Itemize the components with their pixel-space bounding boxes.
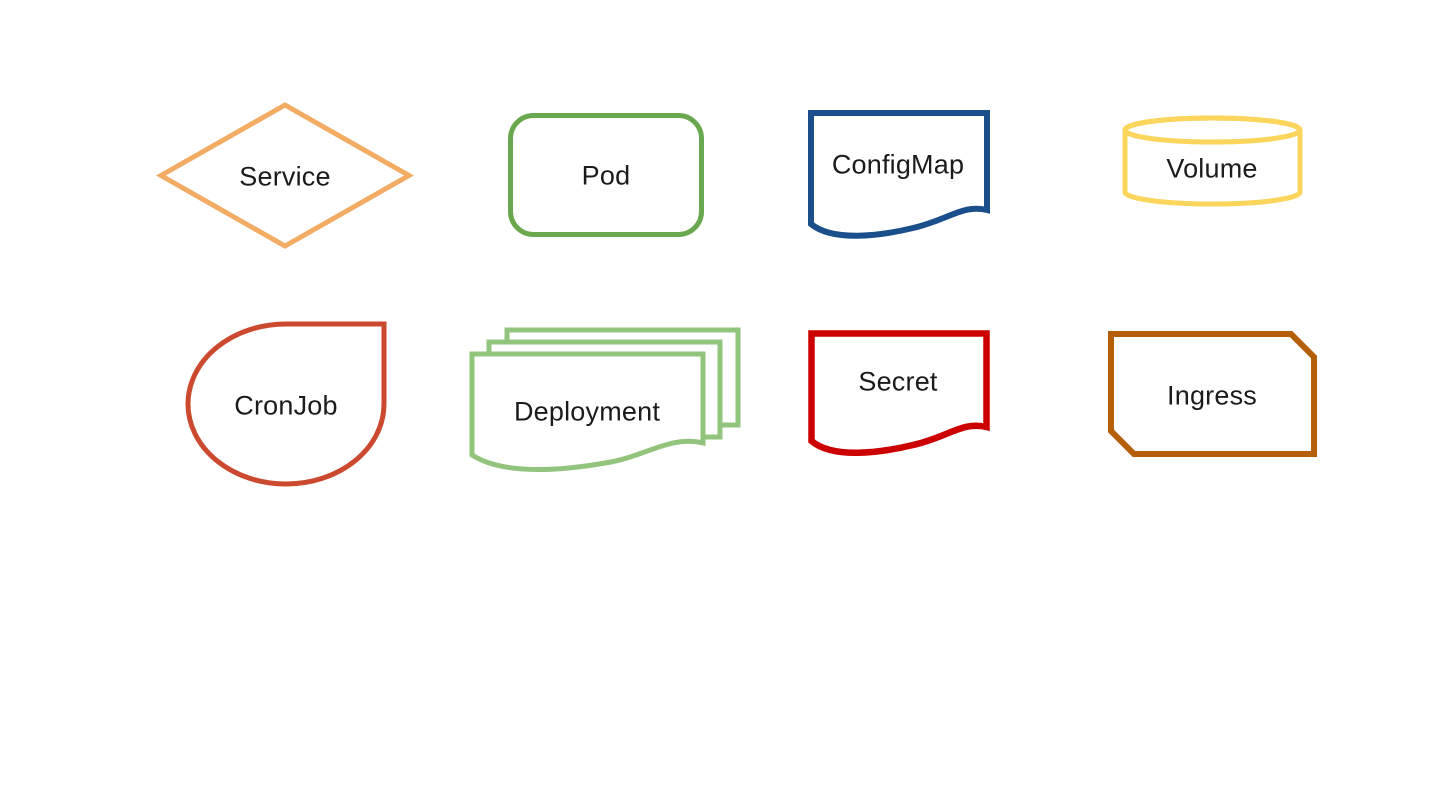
front-document-shape: [469, 351, 706, 472]
node-cronjob[interactable]: CronJob: [185, 321, 387, 488]
node-label: CronJob: [234, 390, 338, 421]
node-label: Ingress: [1167, 380, 1257, 411]
node-secret[interactable]: Secret: [808, 330, 990, 462]
node-label: Deployment: [513, 396, 661, 427]
node-pod[interactable]: Pod: [508, 113, 704, 237]
rounded-rectangle-shape: [508, 113, 704, 237]
document-shape: [808, 330, 990, 456]
cylinder-top-shape: [1122, 115, 1303, 145]
teardrop-shape: [185, 321, 387, 487]
diamond-shape: [155, 102, 415, 249]
node-deployment[interactable]: Deployment: [469, 327, 742, 479]
node-label: Service: [239, 161, 331, 192]
node-ingress[interactable]: Ingress: [1108, 331, 1317, 457]
node-configmap[interactable]: ConfigMap: [808, 110, 990, 242]
cut-corner-rectangle-shape: [1108, 331, 1317, 457]
node-label: Secret: [858, 366, 938, 397]
document-shape: [808, 110, 990, 239]
node-label: ConfigMap: [831, 149, 965, 180]
node-label: Pod: [581, 160, 631, 191]
node-label: Volume: [1166, 153, 1258, 184]
node-service[interactable]: Service: [155, 102, 415, 249]
node-volume[interactable]: Volume: [1122, 115, 1303, 207]
